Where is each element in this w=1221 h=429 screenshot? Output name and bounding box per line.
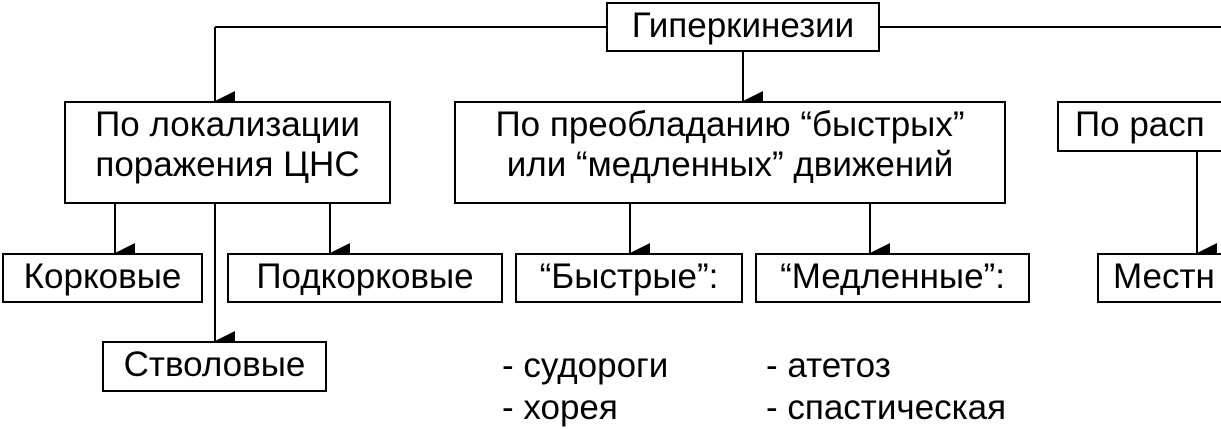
- subcortical-label: Подкорковые: [256, 257, 474, 296]
- fast-list-item: - судороги: [502, 346, 669, 385]
- subtype-cortical: Корковые: [2, 253, 203, 303]
- slow-list: - атетоз - спастическая: [766, 345, 1006, 429]
- root-label: Гиперкинезии: [631, 6, 855, 45]
- subtype-subcortical: Подкорковые: [227, 253, 503, 303]
- fast-list: - судороги - хорея: [502, 345, 668, 429]
- slow-list-item: - атетоз: [766, 346, 891, 385]
- localization-line-2: поражения ЦНС: [95, 145, 360, 184]
- speed-line-2: или “медленных” движений: [506, 145, 954, 184]
- connector-lines: [114, 26, 1221, 351]
- category-distribution: По расп: [1057, 101, 1221, 152]
- root-node: Гиперкинезии: [606, 2, 880, 52]
- subtype-local: Местн: [1097, 253, 1221, 303]
- subtype-brainstem: Стволовые: [102, 341, 327, 392]
- subtype-slow: “Медленные”:: [755, 253, 1030, 303]
- fast-list-item: - хорея: [502, 388, 618, 427]
- speed-line-1: По преобладанию “быстрых”: [495, 105, 965, 144]
- fast-label: “Быстрые”:: [539, 257, 719, 296]
- category-speed: По преобладанию “быстрых” или “медленных…: [454, 101, 1006, 204]
- category-localization: По локализации поражения ЦНС: [64, 101, 391, 204]
- local-label: Местн: [1113, 257, 1215, 296]
- cortical-label: Корковые: [23, 257, 182, 296]
- localization-line-1: По локализации: [95, 105, 360, 144]
- subtype-fast: “Быстрые”:: [515, 253, 743, 303]
- slow-list-item: - спастическая: [766, 388, 1007, 427]
- slow-label: “Медленные”:: [780, 257, 1005, 296]
- distribution-label: По расп: [1075, 105, 1205, 144]
- brainstem-label: Стволовые: [123, 345, 306, 384]
